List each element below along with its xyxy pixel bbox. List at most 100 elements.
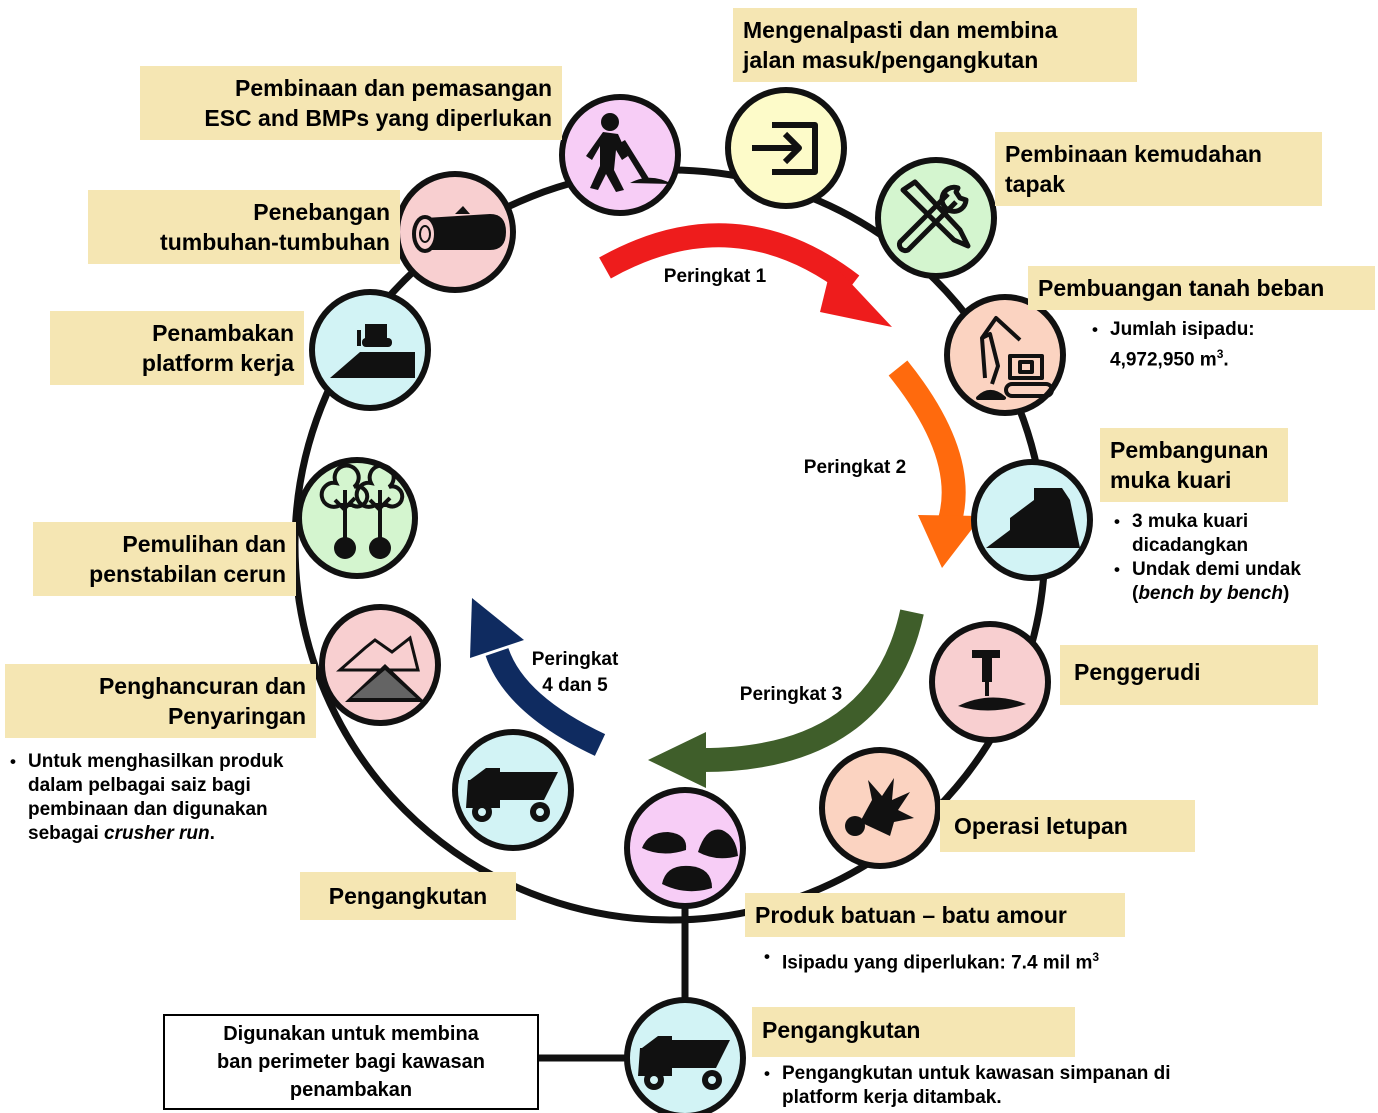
bullet-volume-value: 4,972,950 m — [1110, 349, 1217, 371]
label-platform: Penambakan platform kerja — [50, 311, 304, 385]
bullet-transport-storage: Pengangkutan untuk kawasan simpanan di p… — [760, 1062, 1320, 1110]
label-blasting: Operasi letupan — [940, 800, 1195, 852]
node-clearing — [394, 171, 516, 293]
enter-icon — [752, 122, 818, 175]
label-drilling: Penggerudi — [1060, 645, 1318, 705]
boulders-icon — [642, 829, 738, 892]
label-crushing: Penghancuran dan Penyaringan — [5, 664, 316, 738]
node-restoration — [296, 457, 418, 579]
label-transport-left: Pengangkutan — [300, 872, 516, 920]
label-restoration-line1: Pemulihan dan — [122, 531, 286, 557]
node-esc-bmp — [559, 94, 681, 216]
label-quarry-face: Pembangunan muka kuari — [1100, 428, 1288, 502]
bullet-crusher-product: Untuk menghasilkan produk dalam pelbagai… — [6, 750, 366, 846]
label-transport-left-line1: Pengangkutan — [328, 883, 488, 909]
label-restoration-line2: penstabilan cerun — [89, 561, 286, 587]
label-armour-rock-line1: Produk batuan – batu amour — [755, 902, 1067, 928]
bullet-required-volume-sup: 3 — [1092, 950, 1100, 964]
perimeter-box-line1: Digunakan untuk membina — [223, 1023, 479, 1045]
bullet-benches-line1: Undak demi undak — [1132, 559, 1301, 580]
label-crushing-line2: Penyaringan — [167, 703, 306, 729]
log-icon — [412, 206, 506, 253]
label-restoration: Pemulihan dan penstabilan cerun — [33, 522, 296, 596]
label-platform-line1: Penambakan — [152, 320, 294, 346]
bullet-benches-italic: bench by bench — [1138, 583, 1283, 604]
bullet-crusher-line4a: sebagai — [28, 823, 105, 844]
dump-truck-icon — [638, 1036, 730, 1090]
bullets-transport-bottom: Pengangkutan untuk kawasan simpanan di p… — [760, 1062, 1320, 1110]
node-overburden — [944, 294, 1066, 416]
bullet-crusher-line2: dalam pelbagai saiz bagi — [28, 775, 251, 796]
stage45-arrow — [470, 598, 606, 756]
bullets-quarry-face: 3 muka kuari dicadangkan Undak demi unda… — [1110, 510, 1370, 606]
node-access-road — [725, 87, 847, 209]
node-crushing — [319, 604, 441, 726]
label-overburden-line1: Pembuangan tanah beban — [1038, 275, 1325, 301]
perimeter-box-line2: ban perimeter bagi kawasan — [217, 1051, 485, 1073]
bullet-crusher-line1: Untuk menghasilkan produk — [28, 751, 284, 772]
node-transport-left — [452, 729, 574, 851]
node-blasting — [819, 747, 941, 869]
bullets-crushing: Untuk menghasilkan produk dalam pelbagai… — [6, 750, 366, 846]
bullet-transport-line2: platform kerja ditambak. — [782, 1087, 1002, 1108]
label-quarry-face-line1: Pembangunan — [1110, 437, 1269, 463]
stage-3-label: Peringkat 3 — [739, 684, 843, 705]
stage-1-label: Peringkat 1 — [663, 266, 767, 287]
perimeter-box-line3: penambakan — [289, 1079, 413, 1101]
quarry-bench-icon — [986, 488, 1080, 548]
node-site-facilities — [875, 157, 997, 279]
label-clearing: Penebangan tumbuhan-tumbuhan — [88, 190, 400, 264]
bullet-faces-line2: dicadangkan — [1132, 535, 1249, 556]
label-blasting-line1: Operasi letupan — [954, 813, 1128, 839]
label-crushing-line1: Penghancuran dan — [98, 673, 306, 699]
label-clearing-line1: Penebangan — [253, 199, 390, 225]
label-esc-bmp: Pembinaan dan pemasangan ESC and BMPs ya… — [140, 66, 562, 140]
label-site-facilities-line1: Pembinaan kemudahan — [1005, 141, 1262, 167]
label-site-facilities-line2: tapak — [1005, 171, 1066, 197]
label-esc-bmp-line1: Pembinaan dan pemasangan — [235, 75, 552, 101]
dump-truck-icon — [466, 768, 558, 822]
bullets-armour-rock: Isipadu yang diperlukan: 7.4 mil m3 — [760, 945, 1200, 975]
label-drilling-line1: Penggerudi — [1074, 659, 1201, 685]
drill-icon — [958, 650, 1026, 711]
bullet-volume-text: Jumlah isipadu: — [1110, 319, 1255, 340]
bullet-crusher-italic: crusher run — [104, 823, 210, 844]
stage-2-label: Peringkat 2 — [803, 457, 907, 478]
bullet-crusher-dot: . — [209, 823, 215, 844]
label-overburden: Pembuangan tanah beban — [1028, 266, 1375, 310]
label-esc-bmp-line2: ESC and BMPs yang diperlukan — [204, 105, 552, 131]
label-armour-rock: Produk batuan – batu amour — [745, 893, 1125, 937]
label-transport-bottom: Pengangkutan — [752, 1007, 1075, 1057]
node-platform — [309, 289, 431, 411]
label-access-road: Mengenalpasti dan membina jalan masuk/pe… — [733, 8, 1137, 82]
stage3-arrow — [648, 609, 924, 788]
bullet-benches-close: ) — [1282, 583, 1290, 604]
bullet-required-volume: Isipadu yang diperlukan: 7.4 mil m3 — [760, 945, 1200, 975]
trees-icon — [319, 463, 405, 559]
explosion-icon — [845, 778, 914, 836]
bullet-transport-line1: Pengangkutan untuk kawasan simpanan di — [782, 1063, 1171, 1084]
stage-45-line1: Peringkat — [531, 649, 619, 670]
bullet-faces: 3 muka kuari dicadangkan — [1110, 510, 1370, 558]
stage-45-label: Peringkat 4 dan 5 — [505, 647, 645, 699]
label-quarry-face-line2: muka kuari — [1110, 467, 1232, 493]
bullet-volume-dot: . — [1223, 349, 1229, 371]
bullet-benches: Undak demi undak (bench by bench) — [1110, 558, 1370, 606]
bullet-required-volume-text: Isipadu yang diperlukan: 7.4 mil m — [782, 952, 1093, 974]
crusher-icon — [336, 635, 425, 702]
perimeter-bund-box: Digunakan untuk membina ban perimeter ba… — [163, 1014, 539, 1110]
tools-icon — [896, 179, 971, 254]
label-site-facilities: Pembinaan kemudahan tapak — [995, 132, 1322, 206]
label-access-road-line1: Mengenalpasti dan membina — [743, 17, 1058, 43]
digging-worker-icon — [586, 113, 672, 192]
label-platform-line2: platform kerja — [141, 350, 294, 376]
excavator-icon — [976, 316, 1054, 400]
bullet-volume-sup: 3 — [1216, 347, 1224, 361]
label-clearing-line2: tumbuhan-tumbuhan — [160, 229, 390, 255]
bulldozer-icon — [330, 324, 415, 378]
bullets-overburden: Jumlah isipadu: 4,972,950 m3. — [1088, 318, 1348, 372]
label-access-road-line2: jalan masuk/pengangkutan — [743, 47, 1039, 73]
bullet-crusher-line3: pembinaan dan digunakan — [28, 799, 268, 820]
node-quarry-face — [971, 459, 1093, 581]
